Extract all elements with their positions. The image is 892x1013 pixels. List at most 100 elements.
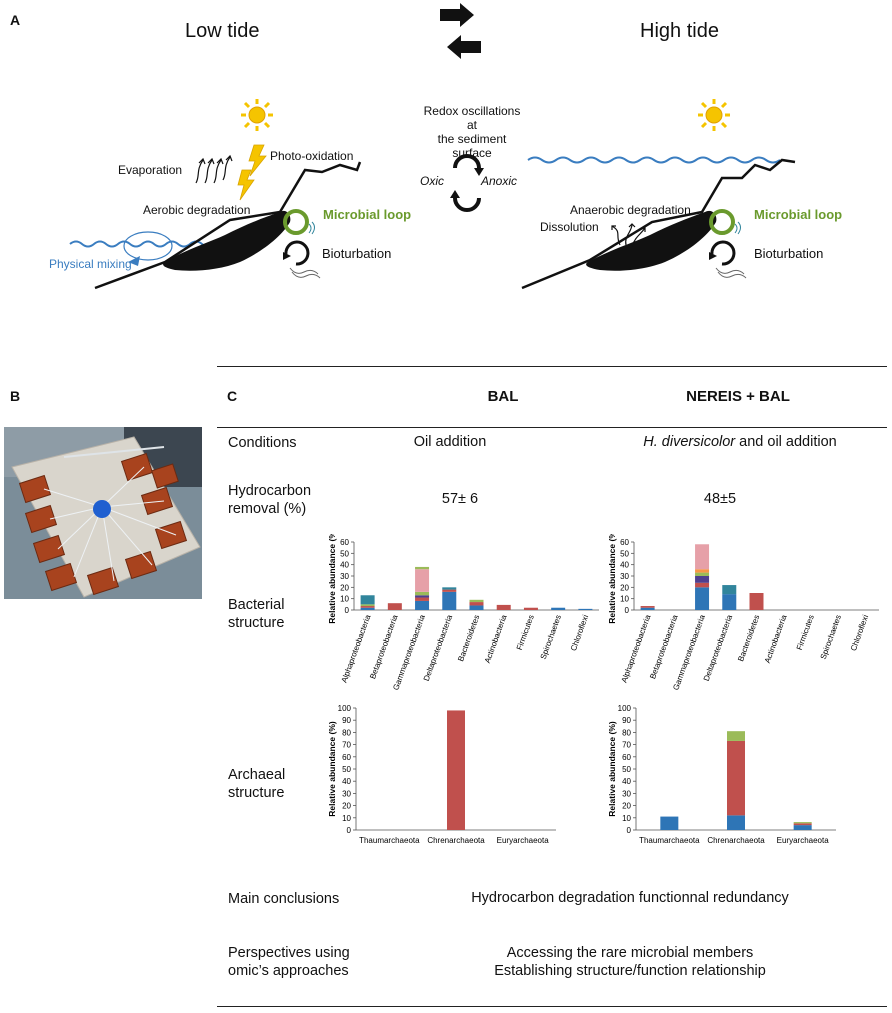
bar-segment xyxy=(442,587,457,590)
x-tick-label: Actinobacteria xyxy=(763,613,789,664)
tide-diagram xyxy=(69,3,796,290)
hydrocarbon-label: Hydrocarbon removal (%) xyxy=(228,482,311,518)
bal-column-header: BAL xyxy=(487,388,519,405)
low-tide-sediment-line xyxy=(94,161,362,290)
bar-segment xyxy=(387,603,402,610)
x-tick-label: Chloroflexi xyxy=(569,613,590,652)
y-tick-label: 40 xyxy=(340,561,349,570)
y-tick-label: 30 xyxy=(622,789,631,798)
y-tick-label: 90 xyxy=(342,716,351,725)
microbial-loop-label: Microbial loop xyxy=(754,207,843,222)
high-tide-title: High tide xyxy=(640,20,719,42)
bar-segment xyxy=(695,576,710,583)
y-tick-label: 0 xyxy=(345,606,350,615)
bar-segment xyxy=(640,606,655,608)
x-tick-label: Euryarchaeota xyxy=(777,836,830,845)
panel-c-letter: C xyxy=(227,388,238,404)
x-tick-label: Spirochaetes xyxy=(539,614,563,661)
bacterial-label-line2: structure xyxy=(228,615,285,631)
archaeal-label: Archaeal structure xyxy=(228,766,285,802)
high-tide-water-line xyxy=(527,156,781,164)
x-tick-label: Bacteroidetes xyxy=(456,614,481,663)
y-tick-label: 20 xyxy=(622,802,631,811)
perspectives-label-line1: Perspectives using xyxy=(228,945,350,961)
y-tick-label: 10 xyxy=(620,595,629,604)
y-tick-label: 80 xyxy=(622,728,631,737)
x-tick-label: Bacteroidetes xyxy=(736,614,761,663)
bar-segment xyxy=(793,822,812,824)
bar-segment xyxy=(523,607,538,610)
conclusions-label: Main conclusions xyxy=(228,891,340,907)
x-tick-label: Thaumarchaeota xyxy=(359,836,420,845)
right-arrow-icon xyxy=(440,3,474,27)
x-tick-label: Betaproteobacteria xyxy=(648,613,680,680)
x-tick-label: Deltaproteobacteria xyxy=(702,613,735,682)
bar-segment xyxy=(415,591,430,596)
y-tick-label: 50 xyxy=(340,549,349,558)
bar-segment xyxy=(469,602,484,606)
perspectives-value-line2: Establishing structure/function relation… xyxy=(494,963,766,979)
bar-segment xyxy=(415,566,430,570)
y-tick-label: 100 xyxy=(338,704,352,713)
y-tick-label: 70 xyxy=(342,741,351,750)
y-tick-label: 50 xyxy=(342,765,351,774)
y-tick-label: 10 xyxy=(342,814,351,823)
nereis-column-header: NEREIS + BAL xyxy=(686,388,790,405)
y-tick-label: 40 xyxy=(622,777,631,786)
bar-segment xyxy=(360,595,375,605)
y-tick-label: 10 xyxy=(622,814,631,823)
bar-segment xyxy=(415,597,430,601)
conditions-label: Conditions xyxy=(228,435,297,451)
y-tick-label: 40 xyxy=(342,777,351,786)
y-tick-label: 80 xyxy=(342,728,351,737)
bacterial-label: Bacterial structure xyxy=(228,596,284,632)
bar-segment xyxy=(727,731,745,741)
bar-segment xyxy=(415,600,430,610)
panel-a-letter: A xyxy=(10,12,21,28)
oxic-label: Oxic xyxy=(420,174,444,188)
y-tick-label: 10 xyxy=(340,595,349,604)
perspectives-label-line2: omic’s approaches xyxy=(228,963,349,979)
conditions-nereis: H. diversicolor and oil addition xyxy=(610,434,870,450)
archaeal-label-line1: Archaeal xyxy=(228,767,286,783)
bar-segment xyxy=(727,740,745,816)
species-name: H. diversicolor xyxy=(643,434,736,450)
y-tick-label: 90 xyxy=(622,716,631,725)
microbial-loop-label: Microbial loop xyxy=(323,207,412,222)
bioturbation-icon xyxy=(709,240,747,279)
bioturbation-label: Bioturbation xyxy=(322,246,392,261)
y-axis-title: Relative abundance (%) xyxy=(327,721,337,817)
bar-segment xyxy=(660,816,679,830)
hydrocarbon-nereis: 48±5 xyxy=(703,491,737,507)
x-tick-label: Firmicutes xyxy=(795,614,816,652)
y-tick-label: 0 xyxy=(627,826,632,835)
bar-segment xyxy=(640,607,655,610)
bar-segment xyxy=(695,544,710,570)
bottom-rule xyxy=(217,1006,887,1007)
bar-segment xyxy=(551,607,566,610)
bar-segment xyxy=(695,582,710,588)
redox-label-line1: Redox oscillations at xyxy=(423,104,521,132)
sun-icon xyxy=(698,99,730,131)
y-axis-title: Relative abundance (%) xyxy=(607,721,617,817)
bar-segment xyxy=(360,604,375,607)
bar-segment xyxy=(469,605,484,610)
y-tick-label: 20 xyxy=(342,802,351,811)
bal-archaeal-chart: Relative abundance (%)010203040506070809… xyxy=(327,704,556,845)
anaerobic-degradation-label: Anaerobic degradation xyxy=(570,203,691,217)
anoxic-label: Anoxic xyxy=(481,174,518,188)
bar-segment xyxy=(793,823,812,826)
dissolution-label: Dissolution xyxy=(540,220,599,234)
bar-segment xyxy=(695,569,710,573)
nereis-archaeal-chart: Relative abundance (%)010203040506070809… xyxy=(607,704,836,845)
conditions-bal: Oil addition xyxy=(413,434,487,450)
header-rule xyxy=(217,427,887,428)
evaporation-label: Evaporation xyxy=(118,163,183,177)
x-tick-label: Chrenarchaeota xyxy=(707,836,765,845)
lightning-icon xyxy=(237,144,267,201)
microbial-loop-icon xyxy=(709,209,741,235)
mixing-arrow-icon xyxy=(128,256,140,266)
perspectives-value: Accessing the rare microbial members Est… xyxy=(440,944,820,980)
bar-segment xyxy=(496,604,511,610)
y-tick-label: 40 xyxy=(620,561,629,570)
